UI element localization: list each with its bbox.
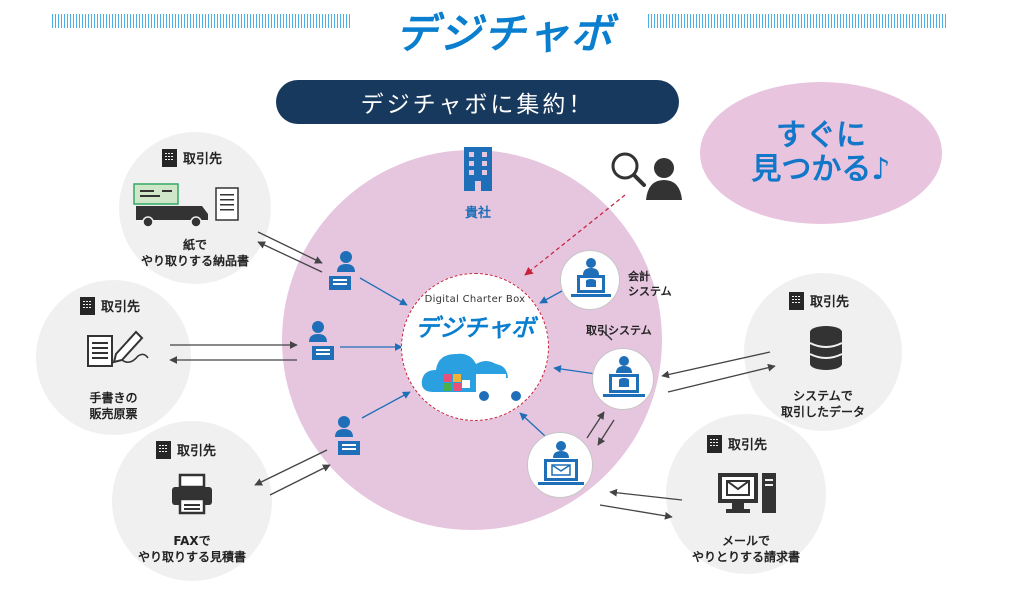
bubble-line-2: 見つかる♪ (751, 152, 891, 187)
staff-icon-3 (335, 416, 360, 455)
staff-icon-1 (329, 251, 355, 290)
building-icon (789, 291, 804, 310)
building-icon (707, 434, 722, 453)
trade-computer-icon (603, 356, 645, 397)
company-building-icon (464, 147, 492, 191)
trade-system-node (592, 348, 654, 410)
caption-line-2: やり取りする納品書 (140, 253, 249, 268)
caption-line-2: 取引したデータ (780, 404, 865, 419)
company-label: 貴社 (464, 206, 491, 221)
mail-system-node (527, 432, 593, 498)
client-label: 取引先 (810, 295, 850, 310)
building-icon (156, 440, 171, 459)
header-stripes-right (648, 14, 946, 28)
client-head-handwritten: 取引先 (80, 296, 140, 315)
building-icon (162, 148, 177, 167)
fax-printer-icon (172, 473, 212, 515)
delivery-truck-icon (133, 183, 239, 228)
caption-line-2: やりとりする請求書 (691, 549, 800, 564)
caption-line-1: 紙で (182, 238, 207, 252)
building-icon (80, 296, 95, 315)
caption-line-1: システムで (793, 389, 853, 403)
client-label: 取引先 (728, 438, 768, 453)
caption-line-2: やり取りする見積書 (137, 549, 246, 564)
banner: デジチャボに集約！ (276, 80, 679, 124)
bubble-line-1: すぐに (776, 118, 866, 154)
accounting-label: 会計 システム (628, 270, 672, 300)
client-caption-handwritten: 手書きの 販売原票 (36, 391, 191, 422)
client-caption-system: システムで 取引したデータ (744, 389, 902, 420)
cloud-truck-icon (421, 353, 524, 401)
header-stripes-left (52, 14, 350, 28)
page-title: デジチャボ (395, 9, 615, 58)
client-caption-mail: メールで やりとりする請求書 (666, 534, 826, 565)
brand-english: Digital Charter Box (424, 294, 526, 305)
search-person-icon (611, 152, 682, 200)
caption-line-1: 手書きの (89, 391, 138, 405)
client-label: 取引先 (101, 300, 141, 315)
accounting-computer-icon (571, 258, 611, 297)
brand-japanese: デジチャボ (415, 314, 535, 342)
client-head-paper: 取引先 (162, 148, 222, 167)
handwriting-form-icon (87, 330, 149, 367)
accounting-label-line-2: システム (628, 284, 672, 298)
mail-computer-icon (538, 441, 584, 485)
caption-line-2: 販売原票 (89, 406, 138, 421)
digital-charter-box-circle: Digital Charter Box デジチャボ (401, 273, 549, 421)
client-head-mail: 取引先 (707, 434, 767, 453)
client-circle-handwritten (36, 280, 191, 435)
database-icon (809, 326, 843, 370)
staff-icon-2 (309, 321, 334, 360)
client-head-fax: 取引先 (156, 440, 216, 459)
accounting-system-node (560, 250, 620, 310)
client-head-system: 取引先 (789, 291, 849, 310)
caption-line-1: メールで (721, 534, 770, 548)
client-caption-paper: 紙で やり取りする納品書 (119, 238, 271, 269)
caption-line-1: FAXで (173, 534, 211, 548)
mail-pc-icon (718, 473, 776, 513)
trade-system-label: 取引システム (586, 324, 652, 337)
speech-bubble: すぐに 見つかる♪ (700, 82, 942, 224)
client-caption-fax: FAXで やり取りする見積書 (112, 534, 272, 565)
client-label: 取引先 (177, 444, 217, 459)
accounting-label-line-1: 会計 (628, 270, 650, 283)
client-label: 取引先 (183, 152, 223, 167)
